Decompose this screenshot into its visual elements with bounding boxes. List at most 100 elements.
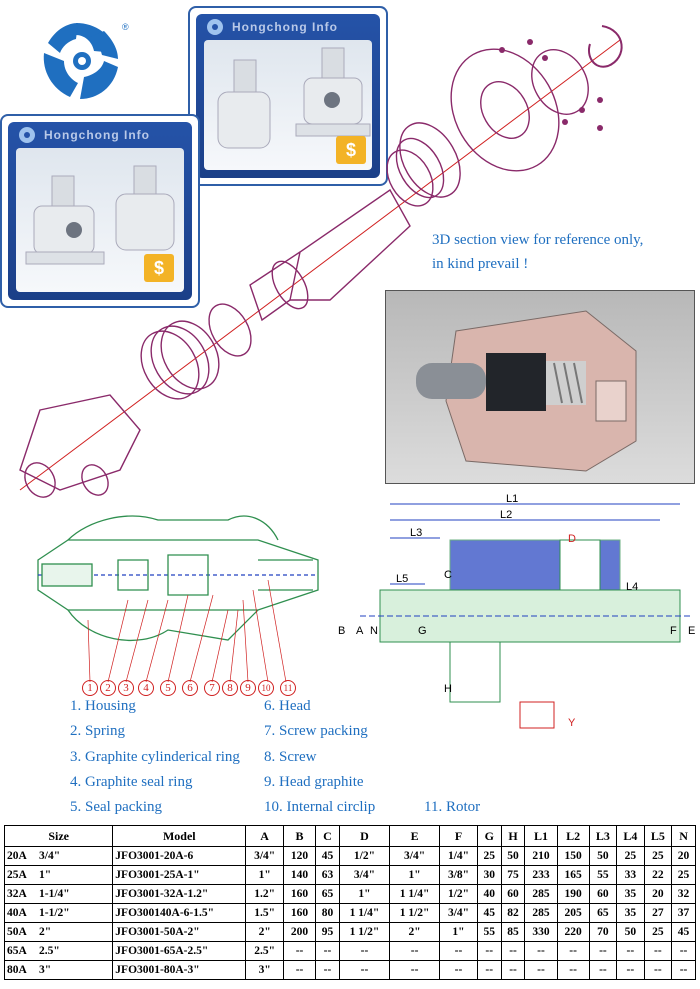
table-cell: 1 1/4"	[389, 884, 441, 904]
col-model: Model	[112, 825, 247, 847]
table-header-row: Size Model A B C D E F G H L1 L2 L3 L4 L…	[3, 825, 696, 847]
table-cell: 165	[556, 865, 590, 885]
table-cell: 80A	[4, 960, 37, 980]
table-cell: 1 1/2"	[389, 903, 441, 923]
product-card-top: Hongchong Info $	[188, 6, 388, 186]
table-cell: --	[556, 960, 590, 980]
table-cell: 95	[315, 922, 340, 942]
table-cell: JFO3001-65A-2.5"	[112, 941, 247, 961]
table-cell: 150	[556, 846, 590, 866]
col-l5: L5	[643, 825, 673, 847]
table-cell: 1"	[338, 884, 391, 904]
col-l2: L2	[556, 825, 590, 847]
table-cell: 55	[476, 922, 502, 942]
section-view-note-line1: 3D section view for reference only,	[432, 232, 644, 248]
table-cell: 63	[315, 865, 340, 885]
table-cell: 45	[671, 922, 696, 942]
exploded-view-diagram	[19, 25, 623, 498]
table-cell: 35	[616, 903, 645, 923]
table-cell: --	[500, 960, 526, 980]
table-cell: 1.5"	[245, 903, 284, 923]
table-cell: 1 1/2"	[338, 922, 391, 942]
table-cell: 3"	[37, 960, 114, 980]
table-cell: 50	[500, 846, 526, 866]
table-cell: 200	[282, 922, 317, 942]
callout-8: 8	[222, 680, 238, 696]
rotary-joint-photo-icon	[217, 47, 371, 149]
table-cell: 85	[500, 922, 526, 942]
table-cell: 3/4"	[389, 846, 441, 866]
table-cell: 25	[643, 846, 673, 866]
table-cell: 80	[315, 903, 340, 923]
table-cell: --	[476, 941, 502, 961]
3d-section-render-icon	[386, 291, 694, 483]
callout-numbers: 1 2 3 4 5 6 7 8 9 10 11	[82, 680, 302, 698]
col-size: Size	[3, 825, 114, 847]
mini-logo-icon	[207, 19, 223, 35]
callout-5: 5	[160, 680, 176, 696]
dim-c: C	[444, 569, 452, 581]
table-cell: 40A	[4, 903, 37, 923]
3d-section-view	[385, 290, 695, 484]
table-cell: 233	[524, 865, 558, 885]
table-cell: --	[643, 960, 673, 980]
table-cell: 1"	[439, 922, 478, 942]
table-cell: 120	[282, 846, 317, 866]
dim-l3: L3	[410, 527, 422, 539]
dim-l2: L2	[500, 509, 512, 521]
col-l1: L1	[524, 825, 558, 847]
part-5-seal-packing: 5. Seal packing	[70, 799, 163, 815]
table-cell: 205	[556, 903, 590, 923]
table-cell: 22	[643, 865, 673, 885]
table-cell: 65	[315, 884, 340, 904]
part-8-screw: 8. Screw	[264, 749, 317, 765]
price-tag-icon: $	[336, 136, 366, 164]
spec-table: Size Model A B C D E F G H L1 L2 L3 L4 L…	[3, 825, 696, 980]
table-cell: 65A	[4, 941, 37, 961]
table-cell: 1/2"	[338, 846, 391, 866]
table-cell: 140	[282, 865, 317, 885]
table-cell: 160	[282, 903, 317, 923]
table-cell: 285	[524, 903, 558, 923]
table-cell: --	[338, 941, 391, 961]
col-n: N	[671, 825, 696, 847]
callout-7: 7	[204, 680, 220, 696]
table-cell: 50	[616, 922, 645, 942]
product-card-top-panel: Hongchong Info $	[196, 14, 380, 178]
table-cell: 1"	[37, 865, 114, 885]
mini-logo-icon	[19, 127, 35, 143]
table-cell: 3"	[245, 960, 284, 980]
table-cell: 25	[476, 846, 502, 866]
table-cell: 20A	[4, 846, 37, 866]
table-cell: 3/8"	[439, 865, 478, 885]
col-c: C	[315, 825, 340, 847]
table-cell: 1"	[389, 865, 441, 885]
table-cell: 20	[671, 846, 696, 866]
callout-9: 9	[240, 680, 256, 696]
dim-g: G	[418, 625, 427, 637]
table-cell: 330	[524, 922, 558, 942]
callout-2: 2	[100, 680, 116, 696]
product-card-left: Hongchong Info $	[0, 114, 200, 308]
table-cell: 40	[476, 884, 502, 904]
table-cell: 50	[588, 846, 618, 866]
dimension-drawing: L1 L2 L3 L5 L4 D C B A N G F E H Y	[338, 493, 695, 729]
table-cell: --	[439, 960, 478, 980]
table-cell: JFO3001-25A-1"	[112, 865, 247, 885]
table-cell: --	[476, 960, 502, 980]
dim-d: D	[568, 533, 576, 545]
dim-h: H	[444, 683, 452, 695]
table-cell: --	[500, 941, 526, 961]
table-cell: JFO3001-20A-6	[112, 846, 247, 866]
cross-section-diagram	[37, 515, 319, 683]
dim-a: A	[356, 625, 364, 637]
dim-b: B	[338, 625, 345, 637]
table-cell: 2"	[37, 922, 114, 942]
table-cell: 60	[500, 884, 526, 904]
table-cell: 60	[588, 884, 618, 904]
table-cell: --	[389, 941, 441, 961]
table-cell: 35	[616, 884, 645, 904]
